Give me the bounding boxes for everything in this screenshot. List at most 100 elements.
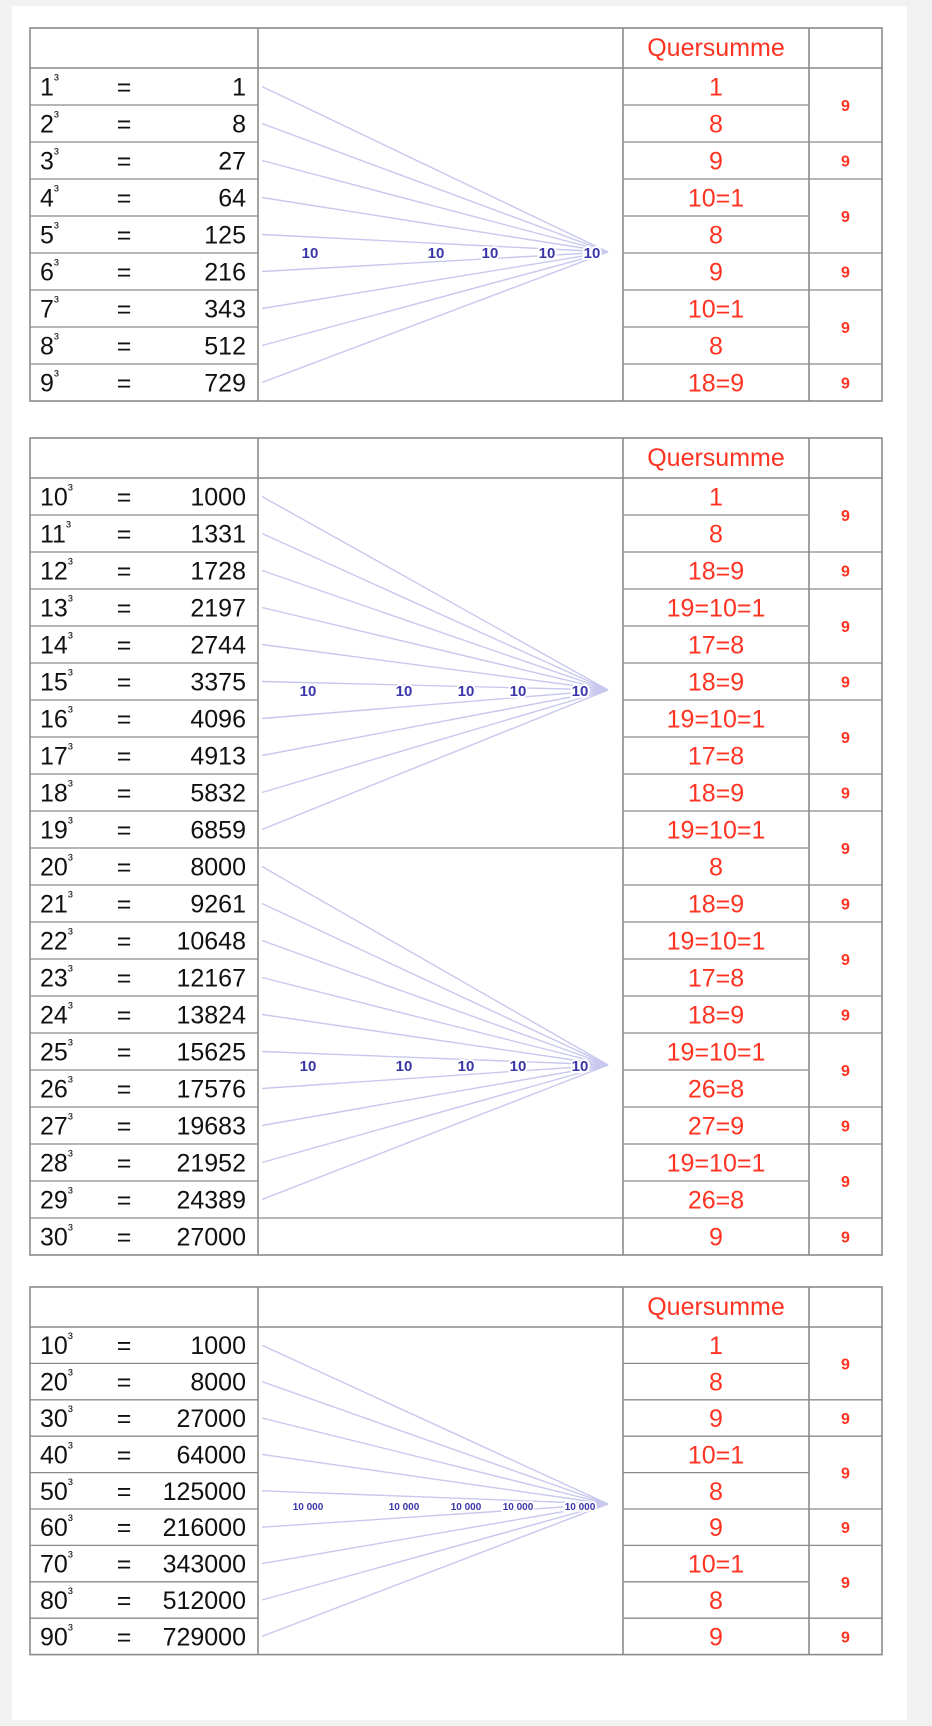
exponent: ³: [68, 778, 73, 795]
quersumme-value: 8: [709, 333, 723, 361]
quersumme-value: 19=10=1: [667, 817, 766, 845]
equals-sign: =: [117, 185, 132, 213]
fan-line: [261, 643, 609, 691]
cube-base: 28³: [40, 1148, 73, 1178]
equals-sign: =: [117, 780, 132, 808]
cube-base: 40³: [40, 1439, 73, 1469]
fan-line: [261, 1503, 609, 1565]
exponent: ³: [68, 1037, 73, 1054]
quersumme-value: 26=8: [688, 1076, 744, 1104]
fan-line: [261, 1417, 609, 1505]
exponent: ³: [68, 1549, 73, 1566]
cube-value: 9261: [190, 891, 246, 919]
ten-label: 10: [302, 245, 319, 262]
ten-label: 10: [572, 683, 589, 700]
quersumme-value: 18=9: [688, 370, 744, 398]
exponent: ³: [68, 1222, 73, 1239]
cube-value: 343: [204, 296, 246, 324]
ten-label: 10: [510, 683, 527, 700]
equals-sign: =: [117, 595, 132, 623]
nine-label: 9: [841, 1356, 850, 1373]
equals-sign: =: [117, 1002, 132, 1030]
cube-base: 10³: [40, 1330, 73, 1360]
fan-line: [261, 251, 609, 273]
table-frame: [29, 1286, 883, 1656]
nine-label: 9: [841, 897, 850, 914]
exponent: ³: [66, 519, 71, 536]
equals-sign: =: [117, 484, 132, 512]
ten-label: 10 000: [565, 1502, 596, 1513]
fan-line: [261, 1380, 609, 1505]
cube-value: 4096: [190, 706, 246, 734]
cube-base: 21³: [40, 889, 73, 919]
nine-label: 9: [841, 98, 850, 115]
cube-base: 29³: [40, 1185, 73, 1215]
ten-label: 10: [300, 683, 317, 700]
quersumme-header: Quersumme: [647, 1293, 785, 1321]
cube-base: 80³: [40, 1585, 73, 1615]
exponent: ³: [68, 1512, 73, 1529]
exponent: ³: [68, 1585, 73, 1602]
quersumme-value: 8: [709, 854, 723, 882]
ten-label: 10: [458, 1058, 475, 1075]
exponent: ³: [54, 146, 59, 163]
quersumme-value: 1: [709, 484, 723, 512]
ten-label: 10: [396, 1058, 413, 1075]
nine-label: 9: [841, 320, 850, 337]
equals-sign: =: [117, 148, 132, 176]
cube-value: 1000: [190, 1332, 246, 1360]
cube-value: 1: [232, 74, 246, 102]
cube-value: 2744: [190, 632, 246, 660]
exponent: ³: [68, 815, 73, 832]
cube-base: 11³: [40, 519, 71, 549]
nine-label: 9: [841, 376, 850, 393]
fan-line: [261, 680, 609, 691]
nine-label: 9: [841, 508, 850, 525]
equals-sign: =: [117, 817, 132, 845]
nine-label: 9: [841, 209, 850, 226]
fan-line: [261, 689, 609, 757]
fan-line: [261, 689, 609, 720]
quersumme-value: 9: [709, 148, 723, 176]
nine-label: 9: [841, 1629, 850, 1646]
cube-base: 19³: [40, 815, 73, 845]
ten-label: 10: [428, 245, 445, 262]
nine-label: 9: [841, 786, 850, 803]
equals-sign: =: [117, 632, 132, 660]
cube-base: 20³: [40, 852, 73, 882]
equals-sign: =: [117, 111, 132, 139]
quersumme-value: 18=9: [688, 780, 744, 808]
equals-sign: =: [117, 1623, 132, 1651]
cube-base: 10³: [40, 482, 73, 512]
ten-label: 10: [572, 1058, 589, 1075]
exponent: ³: [68, 963, 73, 980]
fan-line: [261, 1490, 609, 1505]
fan-line: [261, 1344, 609, 1505]
equals-sign: =: [117, 1405, 132, 1433]
ten-label: 10: [396, 683, 413, 700]
quersumme-header: Quersumme: [647, 34, 785, 62]
fan-line: [261, 606, 609, 691]
cube-base: 12³: [40, 556, 73, 586]
cube-base: 23³: [40, 963, 73, 993]
cube-base: 90³: [40, 1621, 73, 1651]
fan-line: [261, 233, 609, 253]
quersumme-value: 9: [709, 1405, 723, 1433]
cube-base: 20³: [40, 1367, 73, 1397]
nine-label: 9: [841, 952, 850, 969]
nine-label: 9: [841, 564, 850, 581]
quersumme-value: 19=10=1: [667, 928, 766, 956]
